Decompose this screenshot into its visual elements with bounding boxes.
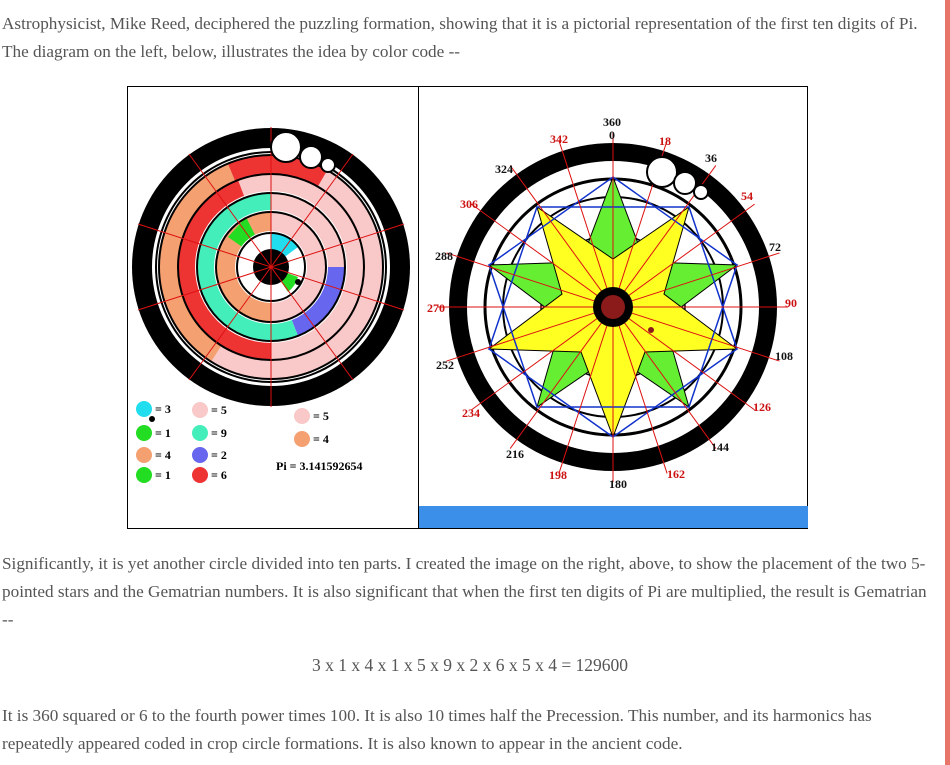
- legend-item: = 1: [136, 425, 171, 441]
- degree-label: 234: [462, 406, 480, 420]
- legend-label: = 3: [155, 401, 171, 416]
- color-swatch: [136, 447, 152, 463]
- closing-paragraph: It is 360 squared or 6 to the fourth pow…: [2, 706, 872, 753]
- legend-item: = 4: [294, 431, 329, 447]
- color-code-svg: [132, 127, 410, 422]
- degree-label: 360: [603, 115, 621, 129]
- body-paragraph: Significantly, it is yet another circle …: [2, 554, 927, 629]
- degree-label: 324: [495, 162, 513, 176]
- degree-label: 342: [550, 132, 568, 146]
- degree-label: 0: [609, 128, 615, 142]
- color-swatch: [192, 425, 208, 441]
- legend-label: = 5: [313, 408, 329, 423]
- degree-label: 108: [775, 349, 793, 363]
- gematria-star-diagram: 360 0 18 36 54 72 90 108 126 144 162 180…: [418, 87, 808, 528]
- legend-item: = 2: [192, 447, 227, 463]
- legend-label: = 6: [211, 467, 227, 482]
- page-edge-accent: [945, 0, 950, 765]
- legend-label: = 1: [155, 467, 171, 482]
- degree-label: 180: [609, 477, 627, 491]
- degree-label: 54: [741, 189, 753, 203]
- color-code-diagram: = 3 = 1 = 4 = 1 = 5 = 9 = 2 = 6: [128, 87, 417, 528]
- degree-label: 36: [705, 151, 717, 165]
- intro-paragraph: Astrophysicist, Mike Reed, deciphered th…: [2, 14, 918, 61]
- degree-label: 270: [427, 301, 445, 315]
- legend-label: = 2: [211, 447, 227, 462]
- legend-label: = 9: [211, 425, 227, 440]
- product-equation: 3 x 1 x 4 x 1 x 5 x 9 x 2 x 6 x 5 x 4 = …: [311, 655, 629, 675]
- color-swatch: [192, 447, 208, 463]
- degree-label: 288: [435, 249, 453, 263]
- color-swatch: [136, 401, 152, 417]
- degree-label: 18: [659, 134, 671, 148]
- degree-label: 72: [769, 240, 781, 254]
- legend-item: = 5: [294, 408, 329, 424]
- degree-label: 144: [711, 440, 729, 454]
- legend-item: = 1: [136, 467, 171, 483]
- degree-label: 126: [753, 400, 771, 414]
- legend-label: = 4: [313, 431, 329, 446]
- degree-label: 198: [549, 468, 567, 482]
- color-swatch: [136, 467, 152, 483]
- degree-label: 252: [436, 358, 454, 372]
- color-swatch: [192, 402, 208, 418]
- degree-label: 90: [785, 296, 797, 310]
- color-swatch: [136, 425, 152, 441]
- star-diagram-svg: [438, 132, 788, 482]
- blue-strip: [419, 506, 808, 528]
- legend-item: = 9: [192, 425, 227, 441]
- legend-item: = 3: [136, 401, 171, 417]
- degree-label: 162: [667, 467, 685, 481]
- color-swatch: [294, 408, 310, 424]
- color-swatch: [192, 467, 208, 483]
- legend-label: = 5: [211, 402, 227, 417]
- color-swatch: [294, 431, 310, 447]
- legend-label: = 1: [155, 425, 171, 440]
- legend-item: = 4: [136, 447, 171, 463]
- legend-item: = 5: [192, 402, 227, 418]
- degree-label: 216: [506, 447, 524, 461]
- degree-label: 306: [460, 197, 478, 211]
- legend-label: = 4: [155, 447, 171, 462]
- legend-item: = 6: [192, 467, 227, 483]
- pi-value-label: Pi = 3.141592654: [276, 459, 363, 473]
- pi-crop-circle-figure: = 3 = 1 = 4 = 1 = 5 = 9 = 2 = 6: [127, 86, 808, 529]
